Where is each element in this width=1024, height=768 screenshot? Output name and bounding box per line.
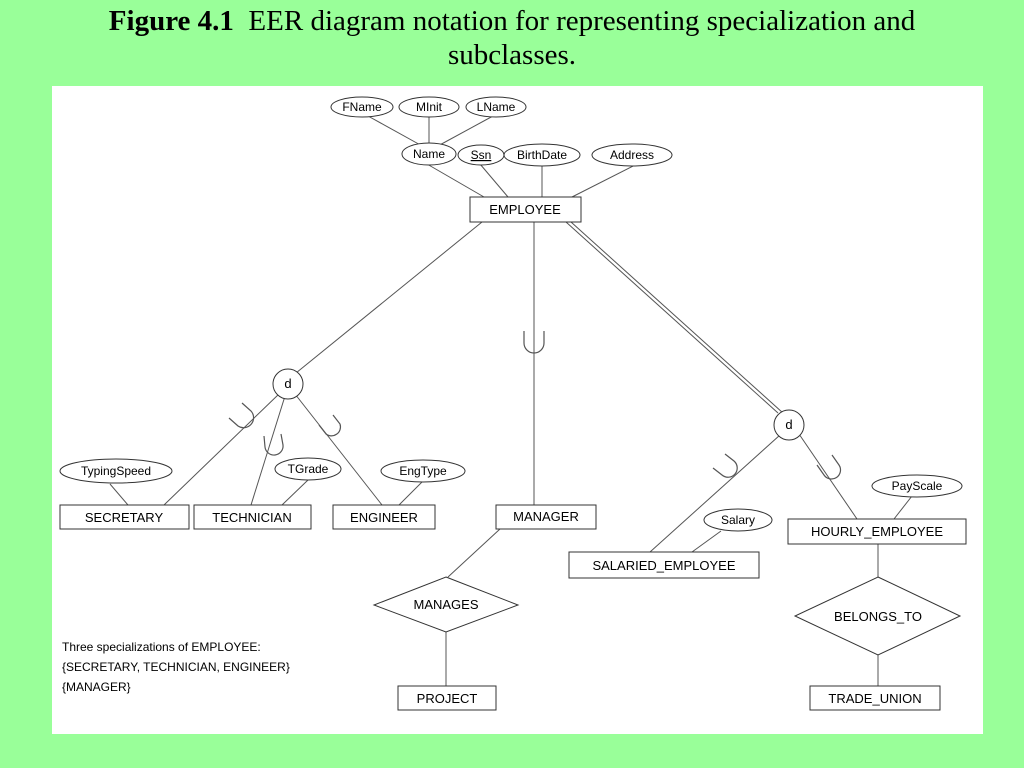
attribute-engtype <box>380 459 466 483</box>
note-line-3: {MANAGER} <box>62 680 131 694</box>
label-specialization-left: d <box>284 376 291 391</box>
attribute-payscale <box>871 474 963 498</box>
subset-symbol-technician <box>263 433 284 456</box>
entity-trade-union-box <box>809 685 941 711</box>
line-payscale-hourly <box>893 495 913 520</box>
subset-symbol-salaried <box>712 453 738 478</box>
label-address: Address <box>610 148 654 162</box>
line-employee-d-right-b <box>570 221 784 414</box>
subset-symbol-hourly <box>816 454 842 480</box>
label-lname: LName <box>477 100 516 114</box>
attribute-name <box>401 142 457 166</box>
specialization-circle-right <box>773 409 805 441</box>
entity-manager-box <box>495 504 597 530</box>
label-hourly-employee: HOURLY_EMPLOYEE <box>811 524 943 539</box>
line-salary-salaried <box>691 530 722 553</box>
label-name: Name <box>413 147 445 161</box>
note-line-2: {SECRETARY, TECHNICIAN, ENGINEER} <box>62 660 290 674</box>
line-d-salaried <box>649 434 781 553</box>
entity-engineer-box <box>332 504 436 530</box>
entity-project-box <box>397 685 497 711</box>
label-manager: MANAGER <box>513 509 579 524</box>
figure-caption-line2: subclasses. <box>447 39 577 71</box>
label-typingspeed: TypingSpeed <box>81 464 151 478</box>
attribute-lname <box>465 96 527 118</box>
eer-diagram: FName MInit LName Name Ssn BirthDate Add… <box>59 96 967 711</box>
label-belongs-to: BELONGS_TO <box>834 609 922 624</box>
specializations-note: Three specializations of EMPLOYEE: {SECR… <box>62 637 290 697</box>
label-technician: TECHNICIAN <box>212 510 291 525</box>
attribute-minit <box>398 96 460 118</box>
label-project: PROJECT <box>417 691 478 706</box>
line-d-technician <box>250 395 286 506</box>
entity-hourly-employee-box <box>787 518 967 545</box>
relationship-belongs-to-diamond <box>793 576 962 656</box>
subset-symbol-secretary <box>228 402 255 429</box>
label-employee: EMPLOYEE <box>489 202 561 217</box>
label-engtype: EngType <box>399 464 447 478</box>
line-typingspeed-secretary <box>109 483 129 506</box>
figure-caption: EER diagram notation for representing sp… <box>248 5 916 37</box>
label-tgrade: TGrade <box>288 462 329 476</box>
figure-title: Figure 4.1 EER diagram notation for repr… <box>0 4 1024 72</box>
attribute-address <box>591 143 673 167</box>
relationship-diamonds <box>372 576 962 656</box>
line-employee-d-left <box>295 221 483 374</box>
label-birthdate: BirthDate <box>517 148 567 162</box>
line-engtype-engineer <box>398 481 423 506</box>
label-payscale: PayScale <box>892 479 943 493</box>
line-manager-manages <box>447 528 501 578</box>
line-d-secretary <box>163 392 281 506</box>
line-lname-name <box>435 115 494 148</box>
attribute-ovals <box>59 96 963 532</box>
entity-employee-box <box>469 196 582 223</box>
attribute-birthdate <box>503 143 581 167</box>
subset-symbol-engineer <box>318 414 342 437</box>
label-secretary: SECRETARY <box>85 510 164 525</box>
subset-symbol-manager <box>523 331 545 354</box>
attribute-salary <box>703 508 773 532</box>
attribute-typingspeed <box>59 458 173 484</box>
label-ssn: Ssn <box>471 148 492 162</box>
label-manages: MANAGES <box>413 597 478 612</box>
label-fname: FName <box>342 100 382 114</box>
note-line-1: Three specializations of EMPLOYEE: <box>62 640 261 654</box>
figure-number: Figure 4.1 <box>108 5 234 37</box>
label-salaried-employee: SALARIED_EMPLOYEE <box>592 558 735 573</box>
line-tgrade-technician <box>281 479 309 506</box>
attribute-fname <box>330 96 394 118</box>
specialization-circle-left <box>272 368 304 400</box>
line-d-hourly <box>798 433 858 520</box>
entity-secretary-box <box>59 504 190 530</box>
line-fname-name <box>367 115 425 148</box>
line-d-engineer <box>294 393 383 506</box>
label-trade-union: TRADE_UNION <box>828 691 921 706</box>
label-engineer: ENGINEER <box>350 510 418 525</box>
specialization-circles <box>272 368 805 441</box>
entity-boxes <box>59 196 967 711</box>
label-salary: Salary <box>721 513 755 527</box>
attribute-tgrade <box>274 457 342 481</box>
label-specialization-right: d <box>785 417 792 432</box>
subset-symbols <box>228 331 842 480</box>
connector-lines <box>109 115 913 686</box>
diagram-labels: FName MInit LName Name Ssn BirthDate Add… <box>81 100 943 706</box>
entity-technician-box <box>193 504 312 530</box>
line-employee-d-right-a <box>565 221 779 414</box>
entity-salaried-employee-box <box>568 551 760 579</box>
line-address-employee <box>571 162 640 198</box>
relationship-manages-diamond <box>372 576 520 633</box>
line-name-employee <box>426 163 485 198</box>
label-minit: MInit <box>416 100 443 114</box>
line-ssn-employee <box>479 163 509 198</box>
diagram-panel: FName MInit LName Name Ssn BirthDate Add… <box>52 86 983 734</box>
